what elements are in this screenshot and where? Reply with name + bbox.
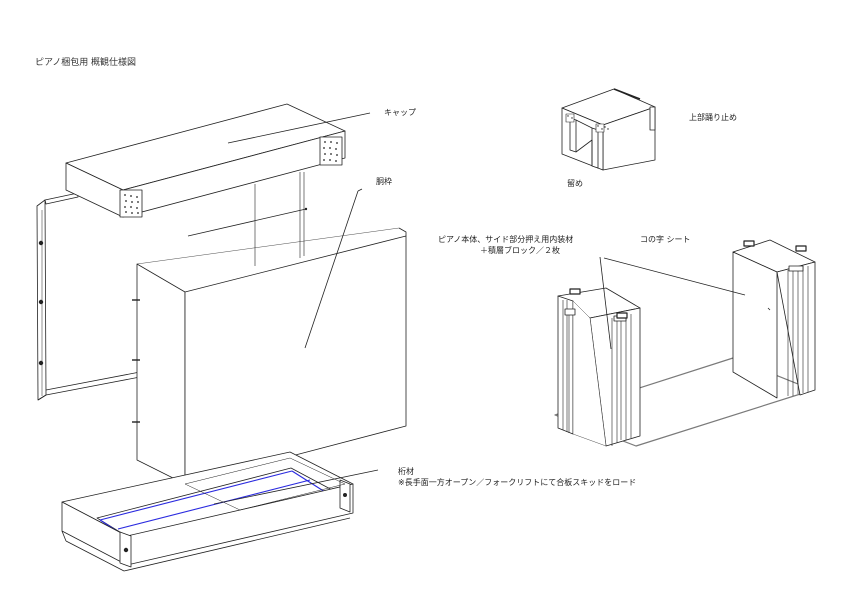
top-stopper — [561, 88, 656, 171]
body-frame — [132, 172, 407, 485]
base-label-line1: 桁材 — [398, 467, 414, 476]
body-leader-1 — [187, 208, 307, 237]
base-label-line2: ※長手面一方オープン／フォークリフトにて合板スキッドをロード — [398, 478, 637, 487]
inner-parts-assembly — [554, 239, 816, 447]
cap-corner-block-left — [119, 189, 143, 218]
top-stopper-label: 上部踊り止め — [689, 113, 737, 122]
stopper-label: 留め — [567, 179, 583, 188]
drawing-title: ピアノ梱包用 概観仕様図 — [35, 58, 137, 68]
cap — [65, 103, 371, 218]
base-leader — [213, 469, 379, 505]
body-leader-2 — [304, 190, 359, 349]
inner-parts-label-line1: ピアノ本体、サイド部分押え用内装材 — [438, 235, 574, 244]
body-frame-label: 胴枠 — [376, 177, 392, 186]
c-sheet-label: コの字 シート — [640, 235, 691, 244]
cap-leader — [227, 112, 371, 144]
cap-corner-block-right — [319, 136, 343, 166]
side-panel — [36, 192, 141, 401]
inner-parts-label-line2: ＋積層ブロック／２枚 — [480, 246, 560, 255]
inner-leader-1 — [599, 256, 612, 350]
inner-leader-2 — [603, 257, 746, 296]
base-skid — [61, 451, 379, 572]
cap-label: キャップ — [384, 108, 416, 117]
